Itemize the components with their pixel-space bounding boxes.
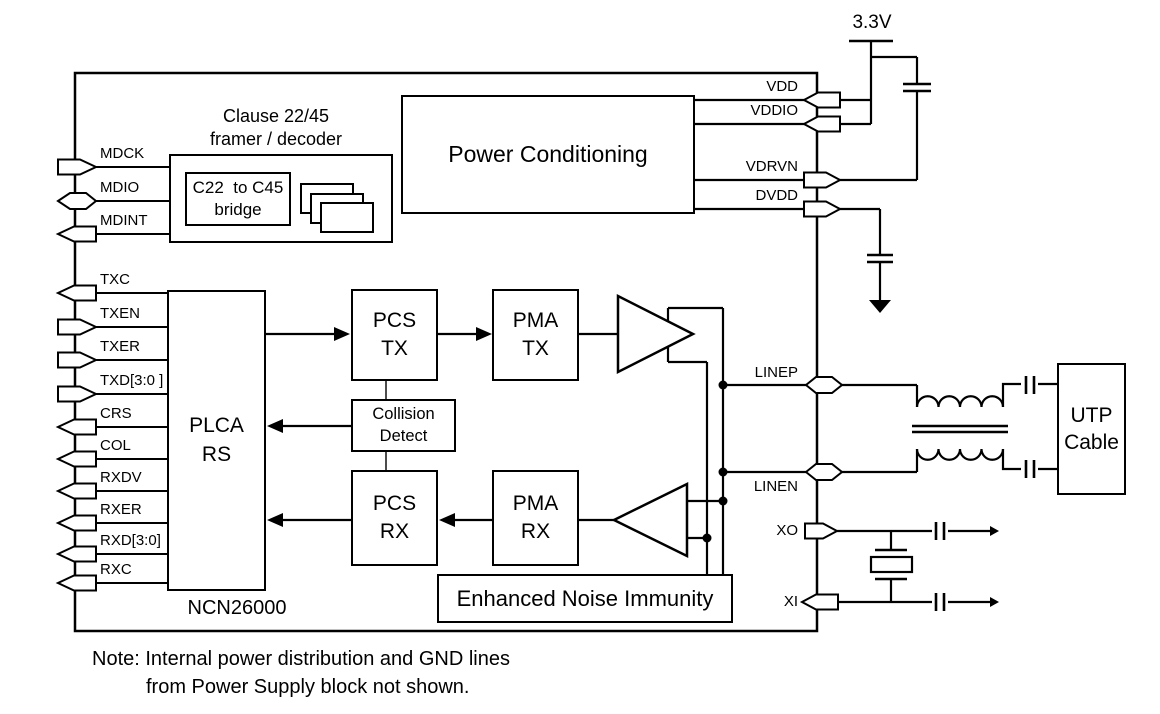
pin-label-rxc: RXC	[100, 561, 132, 578]
pin-label-col: COL	[100, 437, 131, 454]
note-line2: from Power Supply block not shown.	[146, 676, 470, 698]
pin-label-txer: TXER	[100, 338, 141, 355]
pin-txc	[55, 284, 97, 302]
block-power-conditioning: Power Conditioning	[401, 95, 695, 214]
bridge-line2: bridge	[214, 200, 262, 219]
block-pma-rx: PMA RX	[492, 470, 579, 566]
pcs-tx-line1: PCS	[372, 308, 417, 332]
isolation-transformer	[912, 376, 1057, 478]
pin-vddio	[801, 115, 841, 133]
pma-rx-line1: PMA	[512, 491, 559, 515]
left-pin-wires	[96, 166, 169, 584]
pma-tx-line2: TX	[522, 337, 549, 360]
crystal-circuit	[835, 522, 990, 611]
tx-line-driver-amp	[616, 293, 696, 375]
utp-line2: Cable	[1064, 431, 1119, 454]
pin-rxd	[55, 545, 97, 563]
frames-icon	[320, 202, 374, 233]
signal-arrowheads	[267, 327, 492, 527]
pin-rxc	[55, 574, 97, 592]
block-collision-detect: Collision Detect	[351, 399, 456, 452]
supply-rail-label: 3.3V	[852, 12, 892, 33]
internal-signal-wires	[266, 332, 618, 522]
pin-xo	[804, 522, 840, 540]
note-line1: Note: Internal power distribution and GN…	[92, 648, 510, 670]
pin-crs	[55, 418, 97, 436]
pin-col	[55, 450, 97, 468]
pin-txen	[57, 318, 99, 336]
pin-linen	[804, 463, 844, 481]
pin-mdck	[57, 158, 99, 176]
pin-vdrvn	[803, 171, 843, 189]
pin-label-dvdd: DVDD	[755, 187, 798, 204]
pin-label-xi: XI	[783, 593, 798, 610]
pin-label-linen: LINEN	[753, 478, 798, 495]
pin-label-mdio: MDIO	[100, 179, 140, 196]
pin-label-txc: TXC	[100, 271, 130, 288]
pin-linep	[804, 376, 844, 394]
eni-label: Enhanced Noise Immunity	[456, 585, 714, 611]
block-pcs-rx: PCS RX	[351, 470, 438, 566]
block-c22-c45-bridge: C22 to C45 bridge	[185, 172, 291, 226]
collision-line1: Collision	[372, 405, 435, 424]
pin-label-vdd: VDD	[766, 78, 798, 95]
supply-wires	[694, 39, 931, 300]
pin-mdint	[55, 225, 97, 243]
clause-framer-line1: Clause 22/45	[222, 106, 330, 126]
bridge-line1: C22 to C45	[192, 177, 284, 197]
plca-line1: PLCA	[189, 414, 244, 438]
pin-label-linep: LINEP	[754, 364, 798, 381]
pcs-tx-line2: TX	[381, 337, 408, 360]
pcs-rx-line2: RX	[379, 520, 410, 543]
pin-xi	[799, 593, 839, 611]
pin-label-mdck: MDCK	[100, 145, 145, 162]
pin-label-rxdv: RXDV	[100, 469, 142, 486]
pcs-rx-line1: PCS	[372, 491, 417, 515]
pin-txd	[57, 385, 99, 403]
pin-label-crs: CRS	[100, 405, 132, 422]
junction-dots	[702, 380, 728, 543]
block-utp-cable: UTP Cable	[1057, 363, 1126, 495]
ground-symbol	[869, 300, 891, 313]
pin-label-xo: XO	[776, 522, 798, 539]
clause-framer-label: Clause 22/45 framer / decoder	[160, 105, 392, 150]
clause-framer-line2: framer / decoder	[209, 128, 343, 149]
utp-line1: UTP	[1070, 403, 1113, 427]
pin-txer	[57, 351, 99, 369]
xo-wire-arrowhead	[990, 526, 999, 536]
collision-line2: Detect	[379, 426, 428, 445]
pin-mdio	[56, 192, 98, 210]
pin-rxer	[55, 514, 97, 532]
pma-rx-line2: RX	[520, 520, 551, 543]
pin-label-txd: TXD[3:0 ]	[100, 372, 164, 389]
pin-rxdv	[55, 482, 97, 500]
pin-label-vddio: VDDIO	[750, 102, 798, 119]
pin-label-vdrvn: VDRVN	[745, 158, 798, 175]
power-conditioning-label: Power Conditioning	[448, 141, 648, 167]
crystal	[869, 555, 914, 574]
block-plca-rs: PLCA RS	[167, 290, 266, 591]
pma-tx-line1: PMA	[512, 308, 559, 332]
pin-shapes	[55, 91, 844, 611]
block-enhanced-noise-immunity: Enhanced Noise Immunity	[437, 574, 733, 623]
pin-label-rxer: RXER	[100, 501, 142, 518]
pin-label-mdint: MDINT	[100, 212, 148, 229]
block-pcs-tx: PCS TX	[351, 289, 438, 381]
pin-label-rxd: RXD[3:0]	[100, 532, 161, 549]
pin-label-txen: TXEN	[100, 305, 141, 322]
xi-wire-arrowhead	[990, 597, 999, 607]
plca-line2: RS	[201, 442, 232, 466]
block-pma-tx: PMA TX	[492, 289, 579, 381]
chip-name: NCN26000	[187, 597, 287, 619]
rx-input-amp	[611, 481, 689, 559]
pin-vdd	[801, 91, 841, 109]
pin-dvdd	[803, 200, 843, 218]
